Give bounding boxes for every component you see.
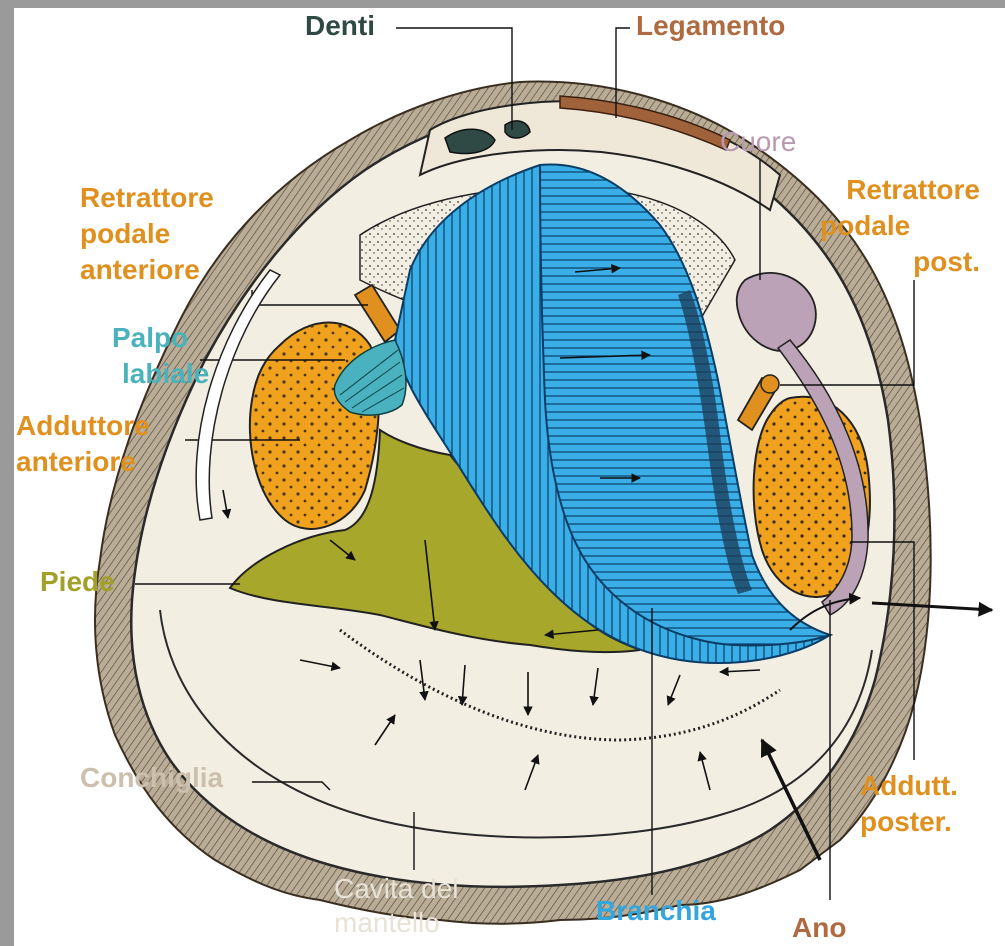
label-anterior-retractor: Retrattore podale anteriore bbox=[80, 180, 214, 288]
label-ligament: Legamento bbox=[636, 8, 785, 44]
label-shell: Conchiglia bbox=[80, 760, 223, 796]
label-mantle-cavity: Cavita del mantello bbox=[334, 872, 459, 940]
label-gill: Branchia bbox=[596, 893, 716, 929]
label-teeth: Denti bbox=[305, 8, 375, 44]
label-anus: Ano bbox=[792, 910, 846, 946]
label-posterior-retractor: Retrattore podale post. bbox=[820, 172, 980, 280]
label-heart: Cuore bbox=[720, 124, 796, 160]
label-anterior-adductor: Adduttore anteriore bbox=[16, 408, 150, 480]
label-posterior-adductor: Addutt. poster. bbox=[860, 768, 958, 840]
posterior-retractor-end bbox=[761, 375, 779, 393]
label-labial-palp: Palpo labiale bbox=[112, 320, 209, 392]
label-foot: Piede bbox=[40, 564, 115, 600]
